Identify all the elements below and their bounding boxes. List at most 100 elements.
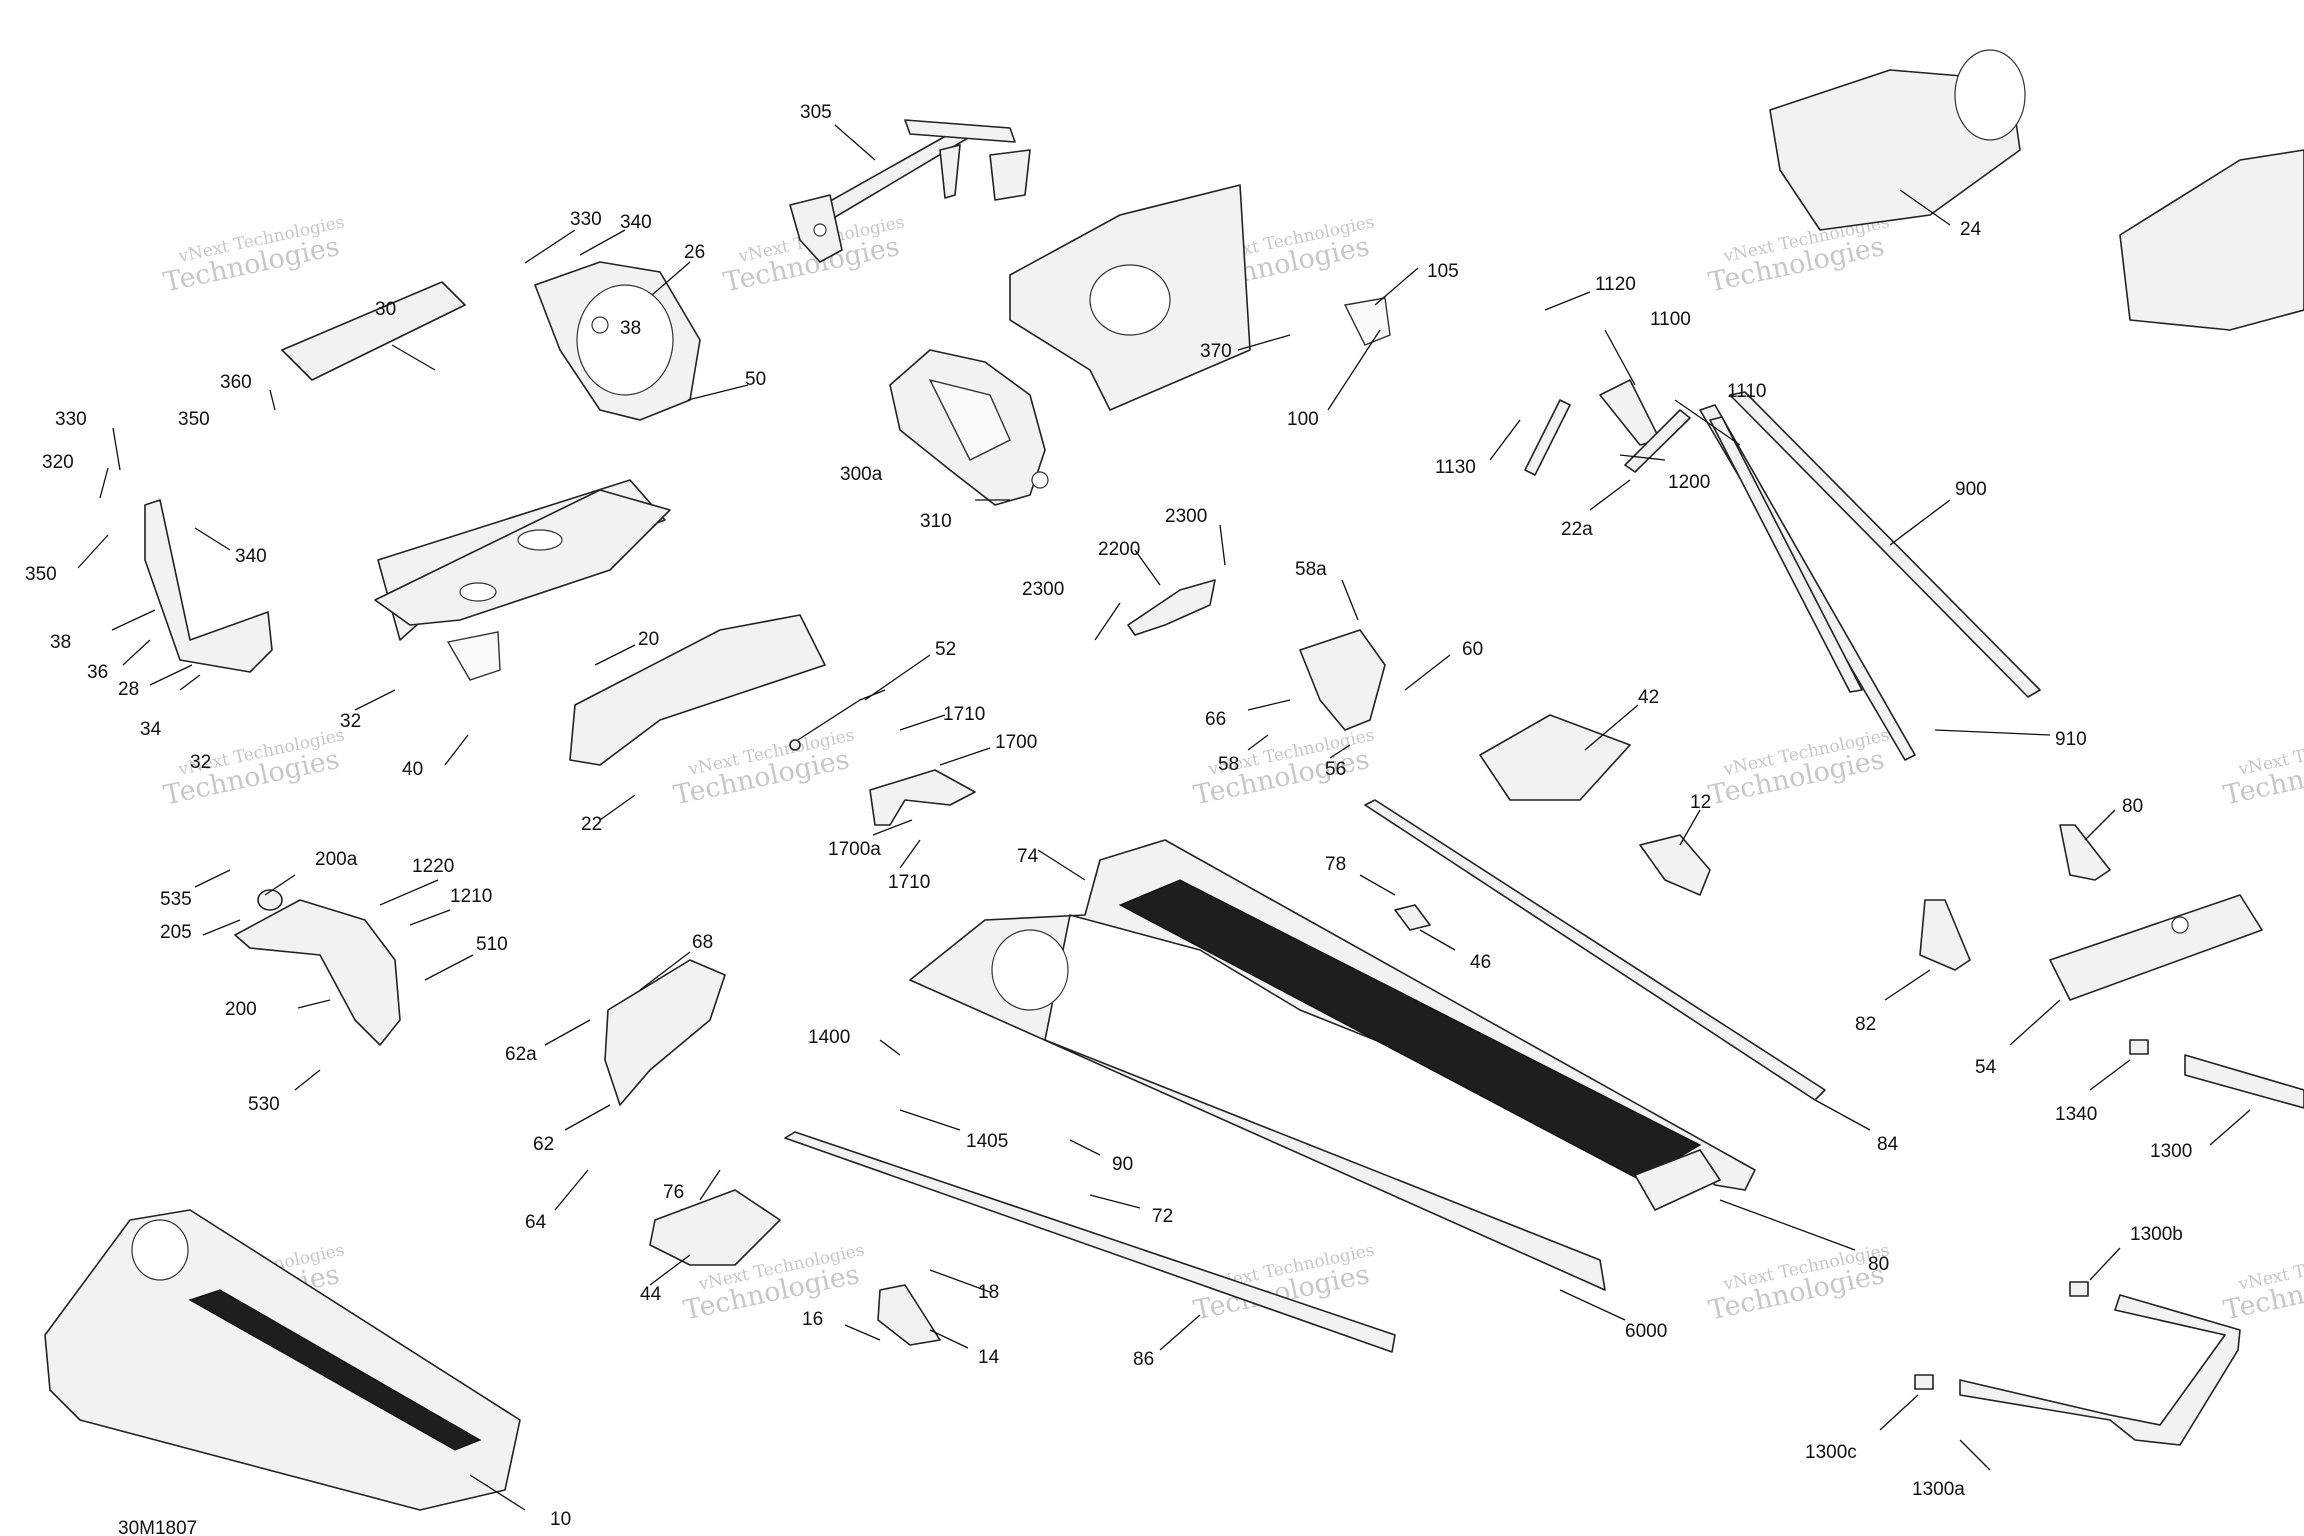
part-20-cross-plate [569, 614, 826, 766]
callout-76: 76 [663, 1182, 684, 1203]
watermark: vNext Technologies Technologies [1191, 725, 1376, 811]
callout-14: 14 [978, 1347, 1000, 1368]
callout-62: 62 [533, 1134, 554, 1155]
callout-1110: 1110 [1727, 381, 1766, 402]
part-1100-arms [1524, 379, 1691, 476]
part-24-frame [1769, 49, 2304, 331]
part-52-cable [789, 689, 886, 751]
callout-26: 26 [684, 242, 705, 263]
leader-lines [77, 124, 2251, 1511]
callout-28: 28 [118, 679, 139, 700]
part-300a-subframe [889, 349, 1049, 506]
callout-46: 46 [1470, 952, 1491, 973]
callout-370: 370 [1200, 341, 1232, 362]
callout-2300: 2300 [1022, 579, 1064, 600]
watermark: vNext Technologies Technologies [1706, 725, 1891, 811]
document-code: 30M1807 [118, 1518, 197, 1536]
callout-54: 54 [1975, 1057, 1997, 1078]
callout-38: 38 [620, 318, 641, 339]
callout-24: 24 [1960, 219, 1982, 240]
part-26-bulkhead [534, 261, 701, 421]
parts [44, 49, 2304, 1511]
part-62-bracket [604, 959, 726, 1106]
callout-6000: 6000 [1625, 1321, 1667, 1342]
callout-10: 10 [550, 1509, 571, 1530]
callout-62a: 62a [505, 1044, 537, 1065]
callout-1700a: 1700a [828, 839, 881, 860]
callout-100: 100 [1287, 409, 1319, 430]
part-2200-clip [1127, 579, 1216, 636]
callout-1300b: 1300b [2130, 1224, 2183, 1245]
callout-330: 330 [570, 209, 602, 230]
part-305-steering-column [789, 119, 1031, 263]
callout-16: 16 [802, 1309, 823, 1330]
callout-84: 84 [1877, 1134, 1899, 1155]
watermark: vNext Technologies Technologies [671, 725, 856, 811]
callout-58: 58 [1218, 754, 1239, 775]
callout-60: 60 [1462, 639, 1483, 660]
watermark: vNext Technologies Technologies [1706, 212, 1891, 298]
callout-200a: 200a [315, 849, 358, 870]
callout-42: 42 [1638, 687, 1659, 708]
callout-530: 530 [248, 1094, 280, 1115]
part-42-seat-support [1479, 714, 1631, 801]
callout-1710: 1710 [943, 704, 985, 725]
part-30-top-plate [281, 281, 671, 681]
callout-82: 82 [1855, 1014, 1876, 1035]
callout-30: 30 [375, 299, 396, 320]
callout-1300: 1300 [2150, 1141, 2192, 1162]
callout-22: 22 [581, 814, 602, 835]
part-14-step [877, 1284, 941, 1346]
part-44-bracket [649, 1189, 781, 1266]
callout-34: 34 [140, 719, 162, 740]
callout-305: 305 [800, 102, 832, 123]
callout-68: 68 [692, 932, 713, 953]
callout-1710: 1710 [888, 872, 930, 893]
part-84-rail [1364, 799, 1826, 1101]
callout-52: 52 [935, 639, 956, 660]
callout-1300c: 1300c [1805, 1442, 1857, 1463]
callout-80: 80 [1868, 1254, 1889, 1275]
callout-36: 36 [87, 662, 108, 683]
callout-200: 200 [225, 999, 257, 1020]
watermark: vNext Technologies Technologies [161, 725, 346, 811]
callout-72: 72 [1152, 1206, 1173, 1227]
callout-1120: 1120 [1595, 274, 1636, 295]
part-80-82-brackets [1919, 824, 2111, 971]
callout-86: 86 [1133, 1349, 1154, 1370]
callout-205: 205 [160, 922, 192, 943]
callout-535: 535 [160, 889, 192, 910]
callout-40: 40 [402, 759, 423, 780]
callout-350: 350 [178, 409, 210, 430]
callout-2200: 2200 [1098, 539, 1140, 560]
callout-105: 105 [1427, 261, 1459, 282]
callout-340: 340 [235, 546, 267, 567]
callout-20: 20 [638, 629, 659, 650]
callout-44: 44 [640, 1284, 662, 1305]
callout-360: 360 [220, 372, 252, 393]
callout-300a: 300a [840, 464, 883, 485]
part-10-assembly [44, 1209, 521, 1511]
part-900-tie-rods [1699, 391, 2041, 761]
callout-1700: 1700 [995, 732, 1037, 753]
callout-510: 510 [476, 934, 508, 955]
callout-78: 78 [1325, 854, 1346, 875]
watermark: vNext Technologies Technologies [2221, 1240, 2304, 1326]
callout-22a: 22a [1561, 519, 1593, 540]
part-1700-bracket [869, 769, 976, 826]
callout-350: 350 [25, 564, 57, 585]
part-46-bracket [1394, 904, 1431, 931]
watermark: vNext Technologies Technologies [2221, 725, 2304, 811]
callout-1340: 1340 [2055, 1104, 2097, 1125]
part-12-foot-support [1639, 834, 1711, 896]
callout-50: 50 [745, 369, 766, 390]
callout-1210: 1210 [450, 886, 492, 907]
callouts: 305 330 340 26 38 50 360 30 330 350 320 … [25, 102, 2192, 1530]
callout-64: 64 [525, 1212, 547, 1233]
callout-2300: 2300 [1165, 506, 1207, 527]
part-58-bracket [1299, 629, 1386, 731]
callout-1130: 1130 [1435, 457, 1476, 478]
callout-900: 900 [1955, 479, 1987, 500]
callout-58a: 58a [1295, 559, 1327, 580]
